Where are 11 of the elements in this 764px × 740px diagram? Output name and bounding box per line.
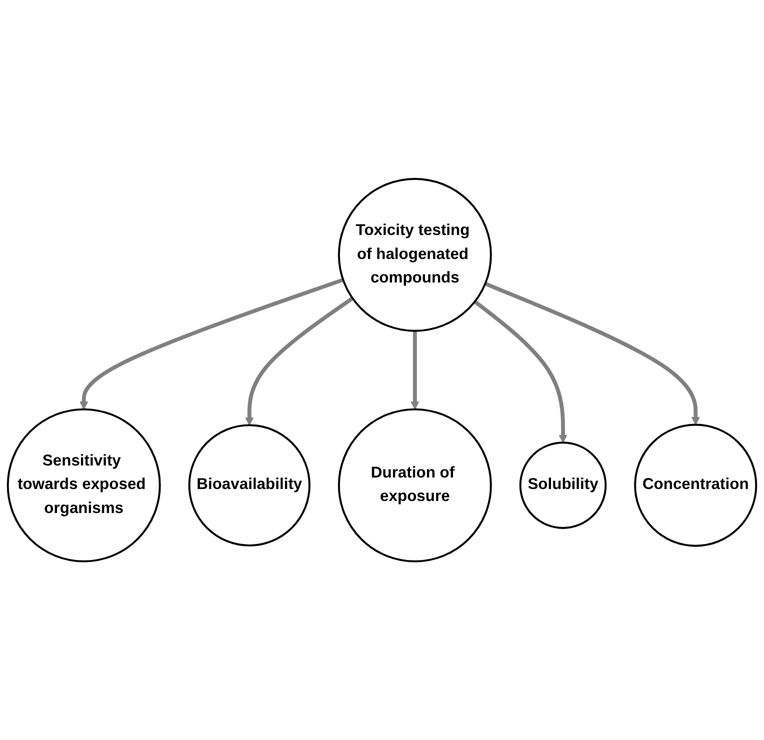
node-circle: Concentration	[634, 424, 758, 547]
node-circle: Duration of exposure	[338, 408, 492, 562]
node-circle: Bioavailability	[188, 424, 310, 546]
arrow	[410, 330, 420, 410]
arrow	[245, 296, 354, 426]
node-circle: Toxicity testing of halogenated compounds	[338, 178, 492, 332]
arrow	[474, 300, 568, 443]
node-circle: Sensitivity towards exposed organisms	[6, 408, 161, 562]
arrow	[484, 282, 700, 426]
arrow	[80, 278, 344, 410]
node-circle: Solubility	[519, 442, 607, 529]
